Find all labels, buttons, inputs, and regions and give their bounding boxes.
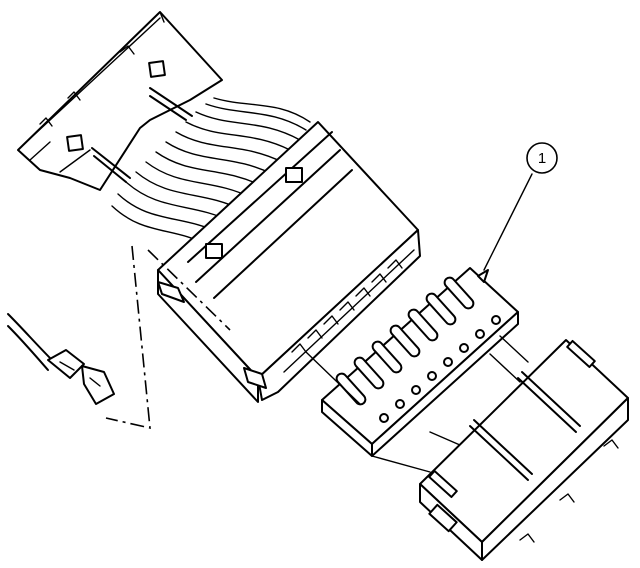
- callout-1: 1: [483, 142, 558, 271]
- connector-housing: [157, 121, 421, 403]
- guide-lines: [305, 335, 529, 473]
- circuit-card: [17, 11, 223, 191]
- callout-circle: [526, 142, 558, 174]
- terminal-plate: [321, 267, 519, 457]
- cover-housing: [419, 339, 629, 561]
- wire-terminal: [7, 313, 115, 405]
- callout-label: 1: [538, 150, 546, 167]
- dash-leader-line: [105, 245, 231, 430]
